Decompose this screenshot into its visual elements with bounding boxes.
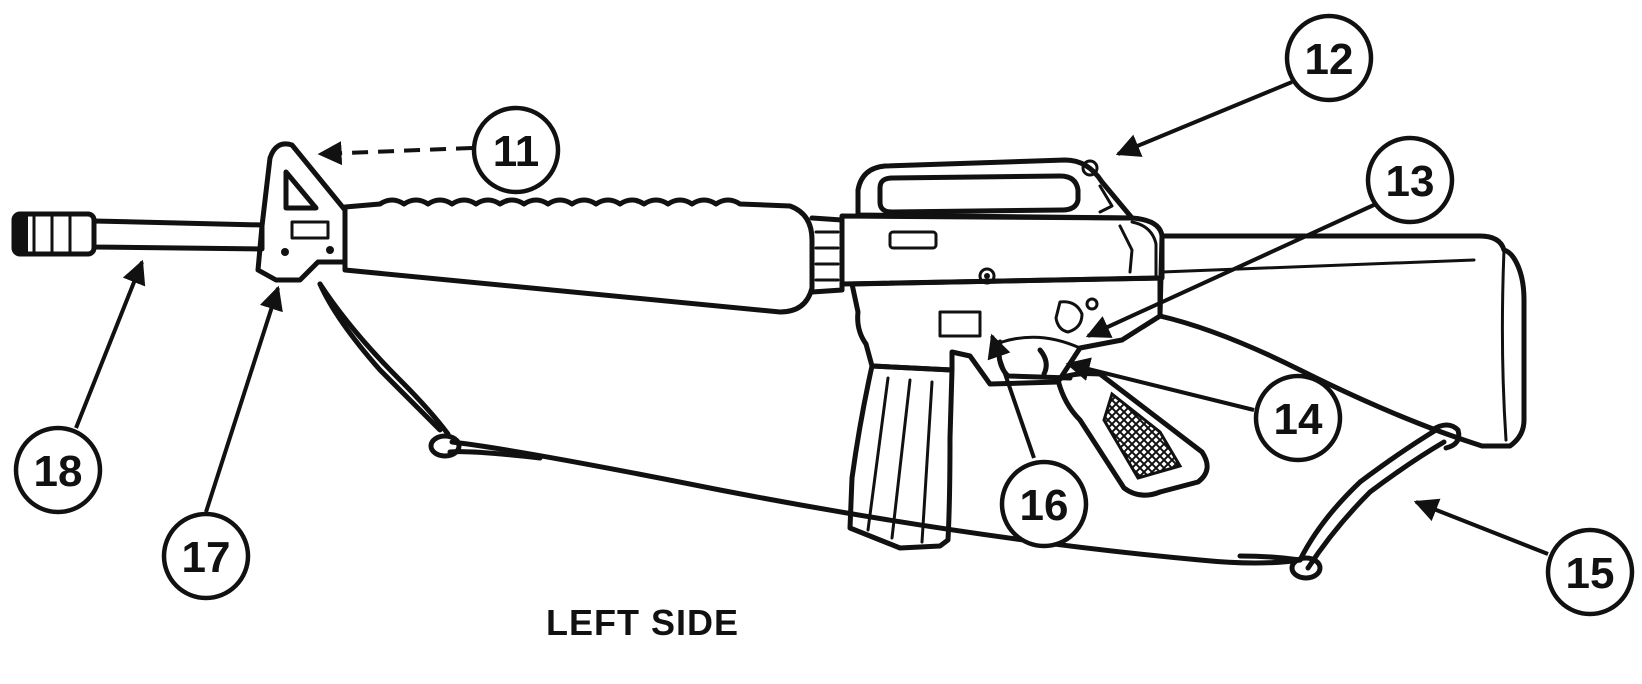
sling bbox=[317, 281, 443, 433]
leader-14 bbox=[1065, 357, 1255, 412]
lower-receiver bbox=[849, 275, 1163, 387]
callout-11-label: 11 bbox=[493, 127, 540, 176]
callout-14-label: 14 bbox=[1274, 395, 1323, 444]
leader-15 bbox=[1413, 498, 1549, 556]
leader-17 bbox=[204, 285, 283, 513]
callout-13-label: 13 bbox=[1386, 157, 1435, 206]
leader-12 bbox=[1115, 80, 1293, 157]
callout-15: 15 bbox=[1545, 527, 1635, 617]
front-sight bbox=[255, 141, 348, 283]
callout-18-label: 18 bbox=[34, 447, 83, 496]
handguard bbox=[342, 197, 815, 315]
barrel bbox=[91, 218, 265, 252]
callout-13: 13 bbox=[1365, 135, 1455, 225]
trigger-guard bbox=[996, 339, 1073, 381]
leader-11 bbox=[317, 141, 473, 166]
pistol-grip bbox=[1055, 371, 1210, 498]
leader-lines bbox=[74, 80, 1549, 556]
callout-18: 18 bbox=[13, 425, 103, 515]
magazine bbox=[847, 363, 955, 551]
callouts: 11 12 13 14 15 16 17 18 bbox=[13, 13, 1635, 617]
view-caption: LEFT SIDE bbox=[546, 602, 740, 643]
callout-17: 17 bbox=[161, 511, 251, 601]
leader-16 bbox=[987, 333, 1036, 459]
callout-16-label: 16 bbox=[1020, 481, 1069, 530]
leader-18 bbox=[74, 259, 146, 429]
callout-12-label: 12 bbox=[1305, 35, 1354, 84]
callout-11: 11 bbox=[471, 105, 561, 195]
upper-receiver bbox=[839, 213, 1165, 287]
rifle-drawing bbox=[11, 141, 1527, 581]
callout-16: 16 bbox=[999, 459, 1089, 549]
callout-12: 12 bbox=[1284, 13, 1374, 103]
carrying-handle bbox=[855, 157, 1135, 221]
callout-14: 14 bbox=[1253, 373, 1343, 463]
leader-13 bbox=[1085, 202, 1377, 338]
callout-17-label: 17 bbox=[182, 533, 231, 582]
callout-15-label: 15 bbox=[1566, 549, 1615, 598]
